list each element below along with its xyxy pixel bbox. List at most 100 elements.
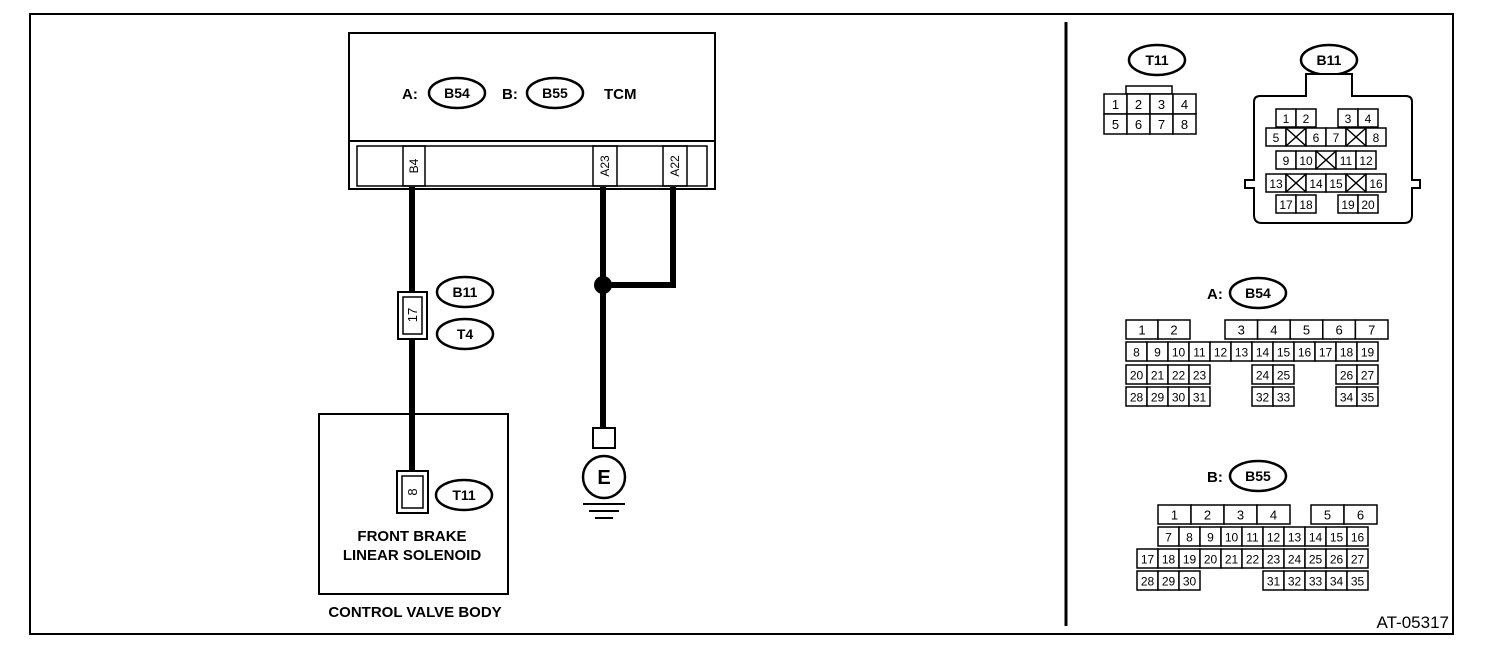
- solenoid-pin: 8: [405, 488, 420, 495]
- b11-pin-20-label: 20: [1361, 198, 1375, 212]
- b54-pin-3-label: 3: [1238, 323, 1245, 338]
- terminal-b4: B4: [407, 158, 421, 173]
- valve-body-label: CONTROL VALVE BODY: [328, 604, 501, 621]
- b11-pin-7-label: 7: [1333, 131, 1340, 145]
- tcm-conn-a-oval: [427, 76, 487, 110]
- tcm-terminal-strip: [348, 140, 716, 190]
- b11-pin-4-label: 4: [1365, 112, 1372, 126]
- b11-pin-6-label: 6: [1313, 131, 1320, 145]
- b55-pin-7-label: 7: [1165, 531, 1172, 545]
- b55-pin-4-label: 4: [1270, 508, 1277, 523]
- junction-conn-b11: B11: [453, 284, 478, 300]
- b11-pin-8-label: 8: [1373, 131, 1380, 145]
- b54-pin-22-label: 22: [1172, 369, 1186, 383]
- control-valve-body: 8 T11 FRONT BRAKE LINEAR SOLENOID CONTRO…: [318, 413, 509, 621]
- b55-pin-19-label: 19: [1183, 553, 1197, 567]
- b11-pin-4: [1357, 108, 1379, 128]
- junction-dot: [594, 276, 612, 294]
- b55-pin-14-label: 14: [1309, 531, 1323, 545]
- b55-pin-25-label: 25: [1309, 553, 1323, 567]
- b55-pin-35: [1346, 570, 1369, 591]
- b55-pin-8-label: 8: [1186, 531, 1193, 545]
- b54-prefix: A:: [1207, 286, 1223, 303]
- b11-pin-19-label: 19: [1341, 198, 1355, 212]
- b55-pin-27-label: 27: [1351, 553, 1365, 567]
- b11-title: B11: [1317, 52, 1342, 68]
- tcm-conn-b-prefix: B:: [502, 86, 518, 103]
- b55-prefix: B:: [1207, 469, 1223, 486]
- b55-title: B55: [1245, 468, 1271, 484]
- b54-pin-6-label: 6: [1335, 323, 1342, 338]
- b55-pin-17-label: 17: [1141, 553, 1155, 567]
- terminal-a23: A23: [598, 155, 612, 177]
- b54-pin-32-label: 32: [1256, 391, 1270, 405]
- tcm-title: TCM: [604, 86, 637, 103]
- b11-pin-14-label: 14: [1309, 177, 1323, 191]
- b55-pin-6: [1343, 504, 1378, 525]
- b54-pin-2-label: 2: [1170, 323, 1177, 338]
- b54-pin-27: [1356, 364, 1379, 385]
- b55-pin-3-label: 3: [1237, 508, 1244, 523]
- valve-body-box: [318, 413, 509, 595]
- b54-pin-4-label: 4: [1270, 323, 1277, 338]
- t11-title: T11: [1145, 52, 1169, 68]
- t11-pin-6-label: 6: [1135, 117, 1142, 132]
- b11-pin-1-label: 1: [1283, 112, 1290, 126]
- b54-pin-23-label: 23: [1193, 369, 1207, 383]
- terminal-a22: A22: [668, 155, 682, 177]
- b54-pin-17-label: 17: [1319, 346, 1333, 360]
- t11-pin-7-label: 7: [1158, 117, 1165, 132]
- b55-pin-16-label: 16: [1351, 531, 1365, 545]
- b54-pin-10-label: 10: [1172, 346, 1186, 360]
- b54-pin-8-label: 8: [1133, 346, 1140, 360]
- wires: [409, 187, 676, 472]
- b55-pin-22-label: 22: [1246, 553, 1260, 567]
- tcm-conn-a-id: B54: [444, 85, 470, 101]
- b55-pin-15-label: 15: [1330, 531, 1344, 545]
- b55-pin-10-label: 10: [1225, 531, 1239, 545]
- t11-pin-3-label: 3: [1158, 97, 1165, 112]
- b11-pin-5-label: 5: [1273, 131, 1280, 145]
- b55-pin-1-label: 1: [1171, 508, 1178, 523]
- junction-pin: 17: [405, 308, 420, 322]
- junction-connector: 17 B11 T4: [397, 275, 495, 351]
- b55-pin-34-label: 34: [1330, 575, 1344, 589]
- b54-pin-2: [1157, 319, 1191, 340]
- b54-pin-25: [1272, 364, 1295, 385]
- b55-pin-18-label: 18: [1162, 553, 1176, 567]
- b55-pin-29-label: 29: [1162, 575, 1176, 589]
- b54-pin-35-label: 35: [1361, 391, 1375, 405]
- tcm-module: A: B54 B: B55 TCM B4 A23 A22: [348, 32, 716, 190]
- b55-pin-16: [1346, 526, 1369, 547]
- b11-pin-2: [1295, 108, 1317, 128]
- b55-pin-32-label: 32: [1288, 575, 1302, 589]
- b54-pin-13-label: 13: [1235, 346, 1249, 360]
- b11-pin-8: [1365, 127, 1387, 147]
- b11-pin-10-label: 10: [1299, 154, 1313, 168]
- t11-pin-4-label: 4: [1181, 97, 1188, 112]
- b55-pin-27: [1346, 548, 1369, 569]
- junction-conn-t4: T4: [457, 326, 474, 342]
- b11-pin-9-label: 9: [1283, 154, 1290, 168]
- b11-pin-3-label: 3: [1345, 112, 1352, 126]
- b54-pin-14-label: 14: [1256, 346, 1270, 360]
- b55-pin-13-label: 13: [1288, 531, 1302, 545]
- ground-label: E: [597, 467, 610, 489]
- b54-pin-16-label: 16: [1298, 346, 1312, 360]
- b55-pin-23-label: 23: [1267, 553, 1281, 567]
- b54-pin-19: [1356, 341, 1379, 362]
- solenoid-connector: T11: [452, 487, 476, 503]
- tcm-conn-a-prefix: A:: [402, 86, 418, 103]
- b55-pin-31-label: 31: [1267, 575, 1281, 589]
- solenoid-label-line2: LINEAR SOLENOID: [343, 547, 482, 564]
- b54-pin-28-label: 28: [1130, 391, 1144, 405]
- t11-pin-5-label: 5: [1112, 117, 1119, 132]
- b55-pin-4: [1256, 504, 1291, 525]
- b54-pin-33: [1272, 386, 1295, 407]
- b54-pin-35: [1356, 386, 1379, 407]
- b55-pin-5-label: 5: [1324, 508, 1331, 523]
